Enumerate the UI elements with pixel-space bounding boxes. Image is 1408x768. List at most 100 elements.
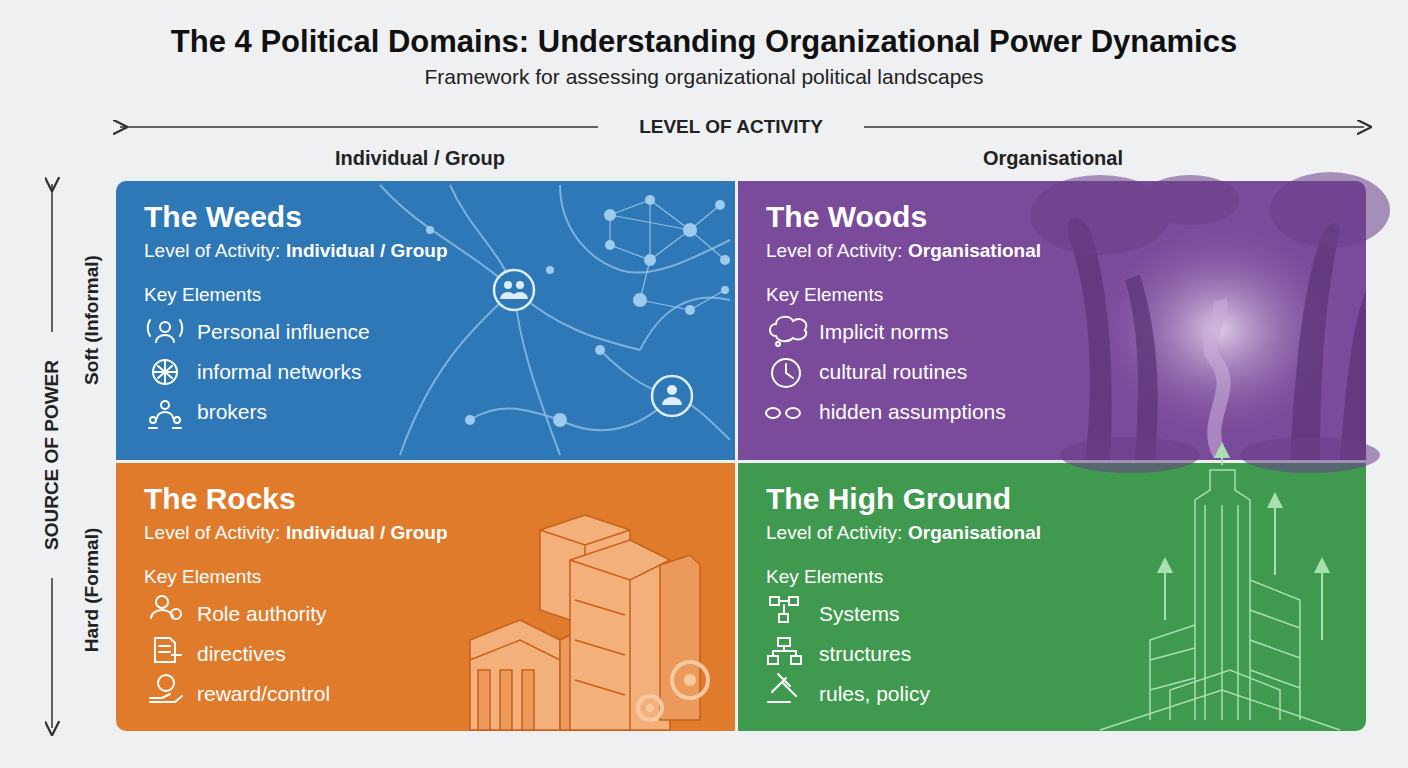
decoration-circle — [721, 286, 729, 294]
decoration-circle — [652, 376, 692, 416]
decoration-circle — [595, 345, 605, 355]
decoration-circle — [174, 417, 180, 423]
decoration-circle — [720, 255, 730, 265]
decoration-path — [560, 185, 730, 273]
decoration-g — [494, 270, 692, 416]
diagram-title: The 4 Political Domains: Understanding O… — [0, 24, 1408, 60]
decoration-g — [380, 185, 730, 455]
decoration-path — [149, 427, 181, 429]
decoration-circle — [504, 281, 512, 289]
activity-value: Individual / Group — [286, 521, 448, 545]
decoration-line — [51, 578, 53, 728]
decoration-path — [153, 360, 177, 384]
decoration-path — [470, 640, 560, 660]
key-element: hidden assumptions — [819, 399, 1006, 425]
decoration-path — [768, 674, 796, 702]
section-label: Key Elements — [144, 283, 261, 307]
decoration-path — [150, 694, 182, 702]
decoration-circle — [158, 675, 174, 691]
decoration-circle — [672, 662, 708, 698]
quadrant-title: The High Ground — [766, 481, 1011, 517]
key-element: directives — [197, 641, 286, 667]
decoration-path — [662, 397, 682, 405]
decoration-circle — [684, 674, 696, 686]
decoration-rect — [478, 670, 490, 730]
decoration-circle — [667, 385, 677, 395]
domain-quadrant: The High GroundLevel of Activity:Organis… — [738, 463, 1366, 731]
decoration-rect — [770, 597, 779, 605]
decoration-path — [786, 364, 793, 378]
decoration-path — [500, 292, 528, 299]
decoration-circle — [160, 322, 170, 332]
activity-value: Individual / Group — [286, 239, 448, 263]
decoration-g — [52, 127, 1364, 728]
decoration-circle — [153, 360, 177, 384]
activity-label: Level of Activity: — [144, 239, 280, 263]
decoration-path — [575, 600, 625, 695]
decoration-circle — [516, 281, 524, 289]
subtitle: Framework for assessing organizational p… — [420, 64, 987, 89]
decoration-path — [1170, 670, 1280, 720]
decoration-path — [151, 610, 173, 618]
decoration-path — [157, 412, 173, 418]
decoration-circle — [645, 195, 655, 205]
axis-title: SOURCE OF POWER — [41, 356, 64, 554]
decoration-g — [148, 317, 806, 702]
decoration-circle — [604, 209, 616, 221]
decoration-rect — [522, 670, 534, 730]
decoration-circle — [546, 266, 554, 274]
decoration-path — [380, 185, 640, 350]
decoration-rect — [791, 656, 801, 664]
decoration-rect — [768, 656, 778, 664]
key-element: Systems — [819, 601, 900, 627]
key-element: rules, policy — [819, 681, 930, 707]
decoration-rect — [778, 638, 790, 646]
decoration-circle — [161, 401, 169, 409]
key-element: informal networks — [197, 359, 362, 385]
decoration-path — [156, 335, 174, 342]
decoration-line — [1221, 450, 1223, 465]
decoration-circle — [715, 200, 725, 210]
decoration-ellipse — [1240, 437, 1380, 473]
decoration-g — [1030, 172, 1390, 473]
decoration-g — [646, 674, 696, 712]
decoration-path — [1100, 690, 1340, 730]
section-label: Key Elements — [144, 565, 261, 589]
decoration-circle — [776, 342, 780, 346]
domain-quadrant: The WeedsLevel of Activity:Individual / … — [116, 181, 735, 460]
decoration-line — [51, 184, 53, 332]
quadrant-title: The Rocks — [144, 481, 296, 517]
decoration-path — [600, 350, 730, 440]
decoration-path — [766, 408, 800, 418]
decoration-path — [773, 646, 796, 656]
decoration-g — [638, 662, 708, 720]
key-element: cultural routines — [819, 359, 967, 385]
decoration-path — [779, 601, 789, 614]
decoration-rect — [500, 670, 512, 730]
decoration-circle — [156, 596, 168, 608]
decoration-g — [610, 200, 725, 310]
decoration-circle — [683, 223, 697, 237]
decoration-rect — [789, 597, 798, 605]
decoration-g — [500, 281, 682, 405]
decoration-path — [640, 297, 730, 350]
decoration-path — [1205, 505, 1238, 720]
decoration-line — [1164, 565, 1166, 620]
decoration-g — [1100, 470, 1340, 730]
decoration-line — [1274, 500, 1276, 575]
row-header: Soft (Informal) — [81, 251, 104, 389]
key-element: brokers — [197, 399, 267, 425]
section-label: Key Elements — [766, 283, 883, 307]
decoration-path — [570, 540, 670, 730]
section-label: Key Elements — [766, 565, 883, 589]
key-element: Personal influence — [197, 319, 370, 345]
decoration-circle — [426, 226, 434, 234]
key-element: Role authority — [197, 601, 327, 627]
activity-value: Organisational — [908, 521, 1041, 545]
decoration-circle — [772, 359, 800, 387]
decoration-path — [1250, 580, 1300, 720]
key-element: reward/control — [197, 681, 330, 707]
decoration-line — [864, 126, 1364, 128]
decoration-path — [470, 620, 560, 730]
key-element: structures — [819, 641, 911, 667]
